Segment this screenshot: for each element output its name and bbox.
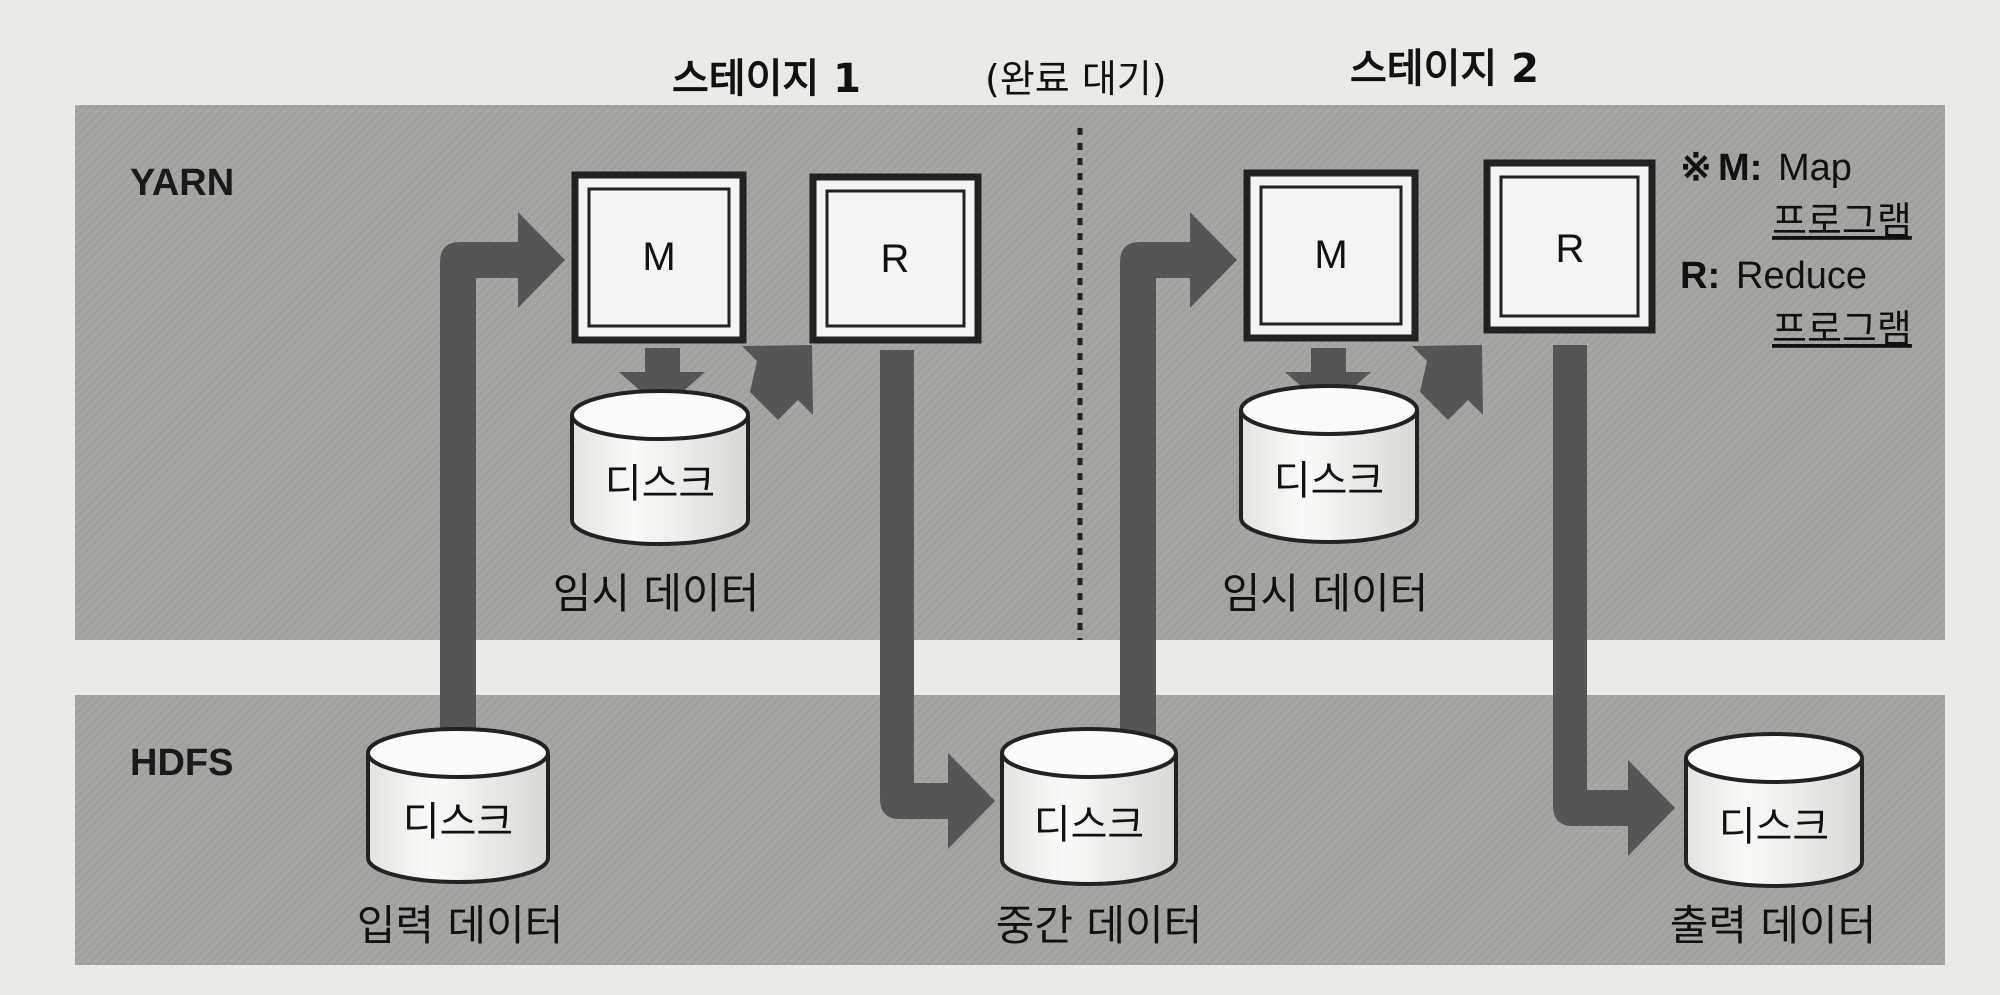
legend-map-sub: 프로그램 <box>1772 199 1912 243</box>
arrow-disk2-to-reduce2 <box>1412 345 1483 420</box>
legend-reduce-key: R: <box>1680 255 1720 297</box>
arrow-map1-to-disk1 <box>619 348 705 410</box>
map-box-stage1: M <box>571 171 747 344</box>
yarn-label: YARN <box>130 162 234 204</box>
yarn-band <box>75 105 1945 640</box>
stage1-title: 스테이지 1 <box>672 56 861 102</box>
arrow-map2-to-disk2 <box>1285 348 1371 410</box>
stage2-title: 스테이지 2 <box>1350 46 1539 92</box>
arrow-input-to-map1 <box>440 212 565 752</box>
reduce-box-stage1-label: R <box>881 237 910 281</box>
temp-data-caption-stage2: 임시 데이터 <box>1222 569 1429 618</box>
legend-reduce-value: Reduce <box>1736 255 1867 297</box>
output-disk: 디스크 <box>1684 732 1864 888</box>
legend: ※ M: Map 프로그램 R: Reduce 프로그램 <box>1680 147 1912 351</box>
temp-disk-stage1: 디스크 <box>570 389 750 546</box>
intermediate-data-caption: 중간 데이터 <box>996 901 1203 950</box>
legend-reduce-sub: 프로그램 <box>1772 307 1912 351</box>
reduce-box-stage1: R <box>809 173 982 344</box>
legend-mark: ※ <box>1680 147 1712 189</box>
arrow-reduce2-to-output <box>1553 345 1675 856</box>
temp-disk-stage2: 디스크 <box>1239 384 1419 544</box>
temp-disk-stage1-label: 디스크 <box>605 461 715 507</box>
legend-map-key: M: <box>1718 147 1762 189</box>
arrow-reduce1-to-intermediate <box>880 350 995 849</box>
reduce-box-stage2-label: R <box>1556 227 1585 271</box>
temp-data-caption-stage1: 임시 데이터 <box>553 569 760 618</box>
intermediate-disk-label: 디스크 <box>1034 802 1144 848</box>
input-disk: 디스크 <box>366 727 550 884</box>
output-disk-label: 디스크 <box>1719 804 1829 850</box>
map-box-stage1-label: M <box>642 235 675 279</box>
intermediate-disk: 디스크 <box>1000 727 1178 886</box>
temp-disk-stage2-label: 디스크 <box>1274 458 1384 504</box>
arrow-disk1-to-reduce1 <box>742 345 813 420</box>
legend-map-value: Map <box>1778 147 1852 189</box>
map-box-stage2: M <box>1243 169 1419 342</box>
hdfs-label: HDFS <box>130 742 233 784</box>
output-data-caption: 출력 데이터 <box>1670 901 1877 950</box>
input-data-caption: 입력 데이터 <box>357 901 564 950</box>
flow-arrows <box>440 212 1675 856</box>
wait-label: (완료 대기) <box>985 57 1167 101</box>
arrow-intermediate-to-map2 <box>1120 212 1237 752</box>
reduce-box-stage2: R <box>1483 159 1656 334</box>
map-box-stage2-label: M <box>1314 233 1347 277</box>
input-disk-label: 디스크 <box>403 799 513 845</box>
